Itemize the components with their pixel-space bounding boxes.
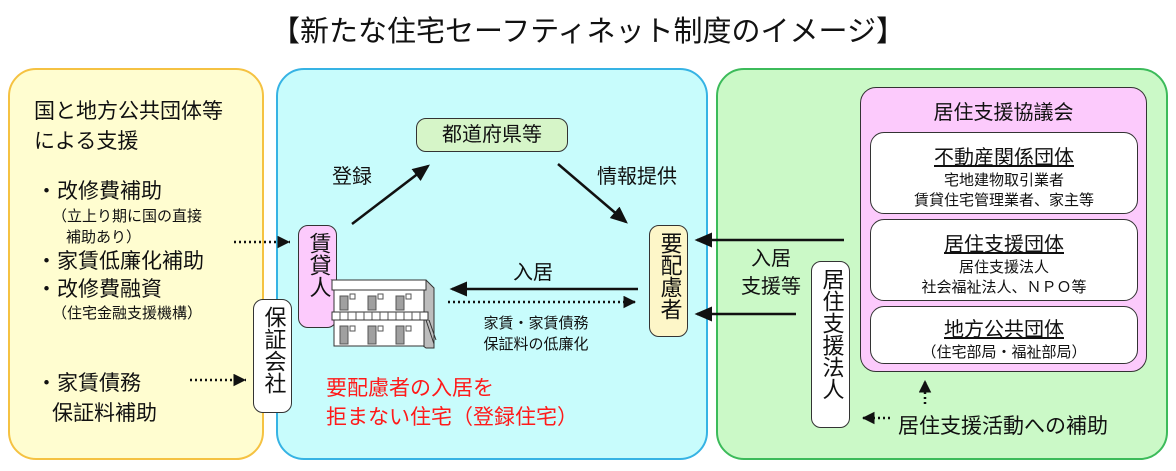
group-detail: （住宅部局・福祉部局） xyxy=(921,343,1087,361)
support-activity-subsidy-label: 居住支援活動への補助 xyxy=(898,414,1108,438)
support-corporation-box: 居住支援法人 xyxy=(811,261,850,428)
diagram-title: 【新たな住宅セーフティネット制度のイメージ】 xyxy=(271,14,905,48)
registered-housing-label: 要配慮者の入居を 拒まない住宅（登録住宅） xyxy=(326,374,578,432)
move-in-support-line1: 入居 xyxy=(751,246,791,270)
prefecture-box: 都道府県等 xyxy=(416,118,568,152)
move-in-label: 入居 xyxy=(513,260,553,284)
cost-reduction-label: 家賃・家賃債務 保証料の低廉化 xyxy=(474,313,598,355)
info-provision-label: 情報提供 xyxy=(597,164,677,188)
move-in-support-line2: 支援等 xyxy=(741,274,801,298)
support-item-renovation-note: （立上り期に国の直接 補助あり） xyxy=(52,206,202,248)
register-label: 登録 xyxy=(332,164,372,188)
register-arrow xyxy=(351,164,430,225)
support-item-guarantee-subsidy: ・家賃債務 保証料補助 xyxy=(36,368,157,428)
guarantee-company-box: 保証会社 xyxy=(253,299,292,413)
real-estate-group-box: 不動産関係団体 宅地建物取引業者 賃貸住宅管理業者、家主等 xyxy=(870,132,1138,214)
support-item-rent-reduction: ・家賃低廉化補助 xyxy=(36,249,204,273)
note-line: （立上り期に国の直接 xyxy=(52,207,203,225)
group-detail: 社会福祉法人、ＮＰＯ等 xyxy=(921,278,1087,296)
support-heading-line1: 国と地方公共団体等 xyxy=(34,99,223,123)
group-name: 居住支援団体 xyxy=(944,232,1064,256)
guarantee-subsidy-line2: 保証料補助 xyxy=(52,401,157,425)
apartment-building-icon xyxy=(330,279,437,349)
registered-housing-line2: 拒まない住宅（登録住宅） xyxy=(326,405,578,429)
support-group-box: 居住支援団体 居住支援法人 社会福祉法人、ＮＰＯ等 xyxy=(870,219,1138,301)
needs-person-box: 要配慮者 xyxy=(649,225,688,337)
government-support-panel xyxy=(8,68,264,460)
note-line: 補助あり） xyxy=(66,228,142,246)
support-heading: 国と地方公共団体等 による支援 xyxy=(34,96,223,156)
group-detail: 賃貸住宅管理業者、家主等 xyxy=(913,191,1094,209)
support-item-loan-note: （住宅金融支援機構） xyxy=(52,304,203,322)
group-detail: 宅地建物取引業者 xyxy=(943,171,1064,189)
landlord-box: 賃貸人 xyxy=(298,225,337,328)
info-provision-arrow xyxy=(557,163,628,224)
cost-reduction-line2: 保証料の低廉化 xyxy=(483,335,589,353)
move-in-support-label: 入居 支援等 xyxy=(736,244,806,300)
guarantee-subsidy-line1: ・家賃債務 xyxy=(36,371,141,395)
support-council-title: 居住支援協議会 xyxy=(933,100,1074,124)
local-government-box: 地方公共団体 （住宅部局・福祉部局） xyxy=(870,306,1138,364)
group-name: 不動産関係団体 xyxy=(934,145,1074,169)
cost-reduction-line1: 家賃・家賃債務 xyxy=(483,314,589,332)
support-item-renovation-loan: ・改修費融資 xyxy=(36,277,162,301)
support-item-renovation-subsidy: ・改修費補助 xyxy=(36,179,162,203)
group-name: 地方公共団体 xyxy=(944,317,1064,341)
group-detail: 居住支援法人 xyxy=(958,258,1049,276)
support-heading-line2: による支援 xyxy=(34,129,139,153)
registered-housing-line1: 要配慮者の入居を xyxy=(326,376,494,400)
